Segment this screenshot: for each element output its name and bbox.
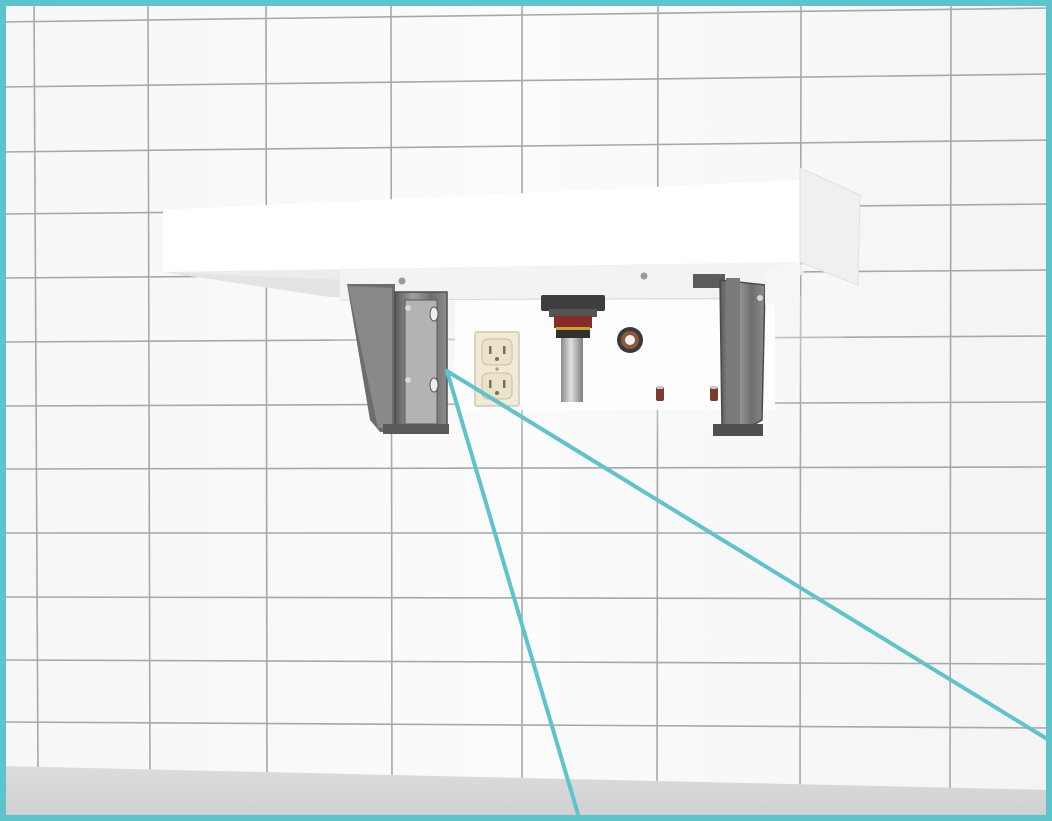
bolt-icon (405, 305, 411, 311)
sink-drain-icon (541, 295, 605, 402)
bolt-icon (757, 295, 763, 301)
bolt-icon (405, 377, 411, 383)
bracket-slot-icon (429, 306, 439, 322)
bracket-slot-icon (429, 377, 439, 393)
pipe-stub-icon (617, 327, 643, 353)
duplex-outlet-icon (474, 331, 520, 407)
screw-icon (640, 272, 648, 280)
callout-lines (445, 369, 1052, 821)
screw-icon (398, 277, 406, 285)
left-wall-bracket (347, 284, 449, 434)
supply-valve-icon (656, 386, 718, 401)
callout-line-right (445, 369, 1052, 744)
floor (0, 766, 1052, 821)
right-wall-bracket (693, 262, 800, 436)
callout-line-left (445, 369, 582, 821)
